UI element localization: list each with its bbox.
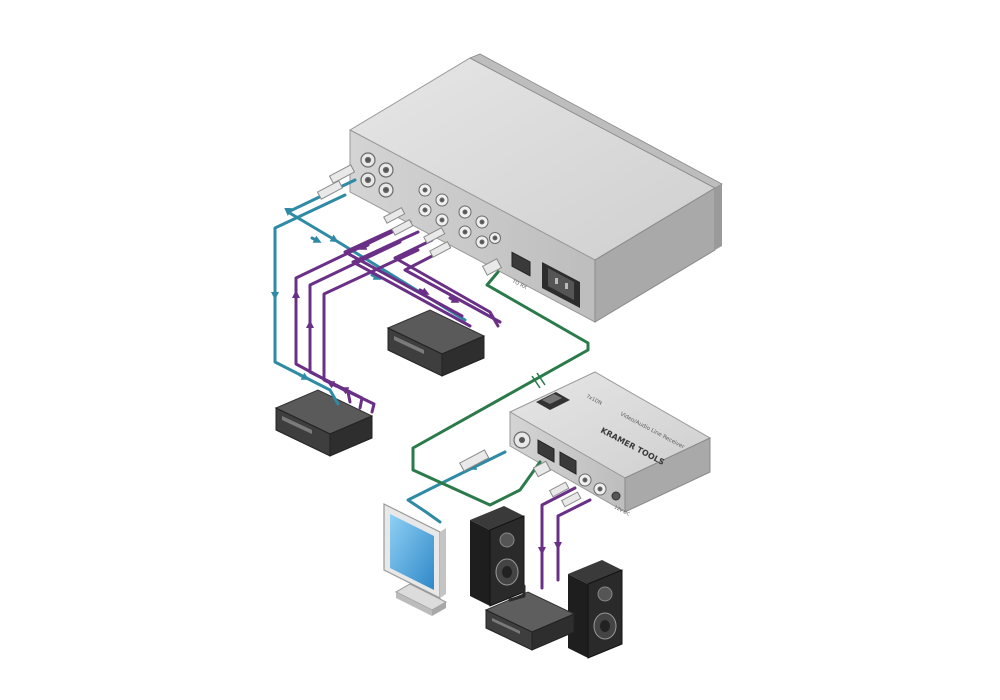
receiver-side — [624, 437, 711, 513]
receiver-unit: KRAMER TOOLS Video/Audio Line Receiver 7… — [508, 371, 712, 518]
monitor-screen — [390, 514, 434, 590]
cable-break-icon — [531, 372, 546, 389]
transmitter-rj45-port — [511, 251, 531, 277]
source-player-1 — [386, 309, 486, 377]
receiver-rca-connectors — [578, 473, 607, 496]
twisted-pair-cable — [411, 270, 590, 507]
speaker-left — [470, 506, 525, 607]
transmitter-bnc-connectors — [360, 152, 394, 198]
transmitter-power-inlet — [542, 262, 580, 308]
transmitter-unit: TO RX — [348, 53, 723, 323]
cable-plugs — [316, 164, 582, 508]
speaker-right — [568, 560, 623, 659]
receiver-rj45-ports — [537, 439, 577, 475]
source-player-2 — [274, 389, 374, 457]
receiver-dip-switch — [536, 392, 570, 410]
transmitter-rca-connectors — [418, 183, 501, 249]
audio-cables — [292, 220, 592, 602]
receiver-bnc-connector — [513, 431, 531, 449]
receiver-power-jack — [611, 491, 621, 501]
lcd-monitor — [383, 503, 448, 616]
